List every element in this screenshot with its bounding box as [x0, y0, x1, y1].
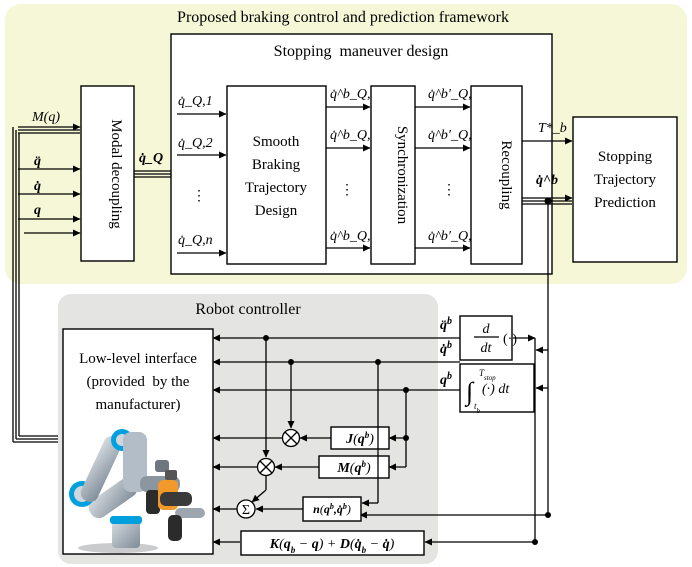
- q-dot-modal-1: q̇_Q,1: [178, 94, 213, 109]
- ref-position: qb: [440, 371, 452, 389]
- svg-text:n(qb,q̇b): n(qb,q̇b): [313, 502, 351, 517]
- nonlinear-block: n(qb,q̇b): [302, 496, 362, 522]
- svg-text:⋮: ⋮: [442, 183, 456, 198]
- modal-velocity-label: q̇_Q: [139, 151, 163, 166]
- interface-input-arrows: [212, 334, 460, 546]
- svg-text:Braking: Braking: [252, 157, 301, 173]
- svg-text:Trajectory: Trajectory: [594, 172, 656, 188]
- svg-text:d: d: [483, 322, 491, 337]
- braking-velocity-label: q̇^b: [536, 173, 558, 188]
- svg-text:Design: Design: [255, 203, 298, 219]
- svg-text:(provided by the: (provided by the: [87, 374, 190, 390]
- recoupling-block: Recoupling: [470, 85, 523, 265]
- svg-text:dt: dt: [481, 341, 493, 356]
- svg-text:manufacturer): manufacturer): [96, 397, 181, 413]
- input-velocity: q̇: [34, 179, 41, 194]
- svg-text:Σ: Σ: [242, 503, 250, 518]
- ref-acceleration: q̈b: [440, 316, 452, 334]
- mass-matrix-block: M(qb): [318, 455, 390, 479]
- svg-text:Stopping: Stopping: [598, 149, 653, 165]
- reference-signals: [359, 201, 551, 546]
- pd-block: K(qb − q) + D(q̇b − q̇): [240, 530, 425, 556]
- ref-velocity: q̇b: [440, 340, 452, 358]
- recoupling-label: Recoupling: [498, 140, 514, 210]
- svg-text:Low-level interface: Low-level interface: [79, 351, 197, 367]
- svg-text:Trajectory: Trajectory: [245, 180, 307, 196]
- stopping-design-title: Stopping maneuver design: [274, 43, 449, 60]
- input-signals: M(q) q̈ q̇ q: [12, 110, 81, 443]
- jacobian-block: J(qb): [330, 426, 390, 450]
- input-mass-matrix: M(q): [31, 110, 60, 125]
- q-dot-modal-dots: ⋮: [192, 189, 206, 204]
- svg-text:Prediction: Prediction: [594, 195, 656, 211]
- svg-text:J(qb): J(qb): [345, 430, 374, 447]
- svg-text:q̇^b′_Q,1: q̇^b′_Q,1: [428, 87, 479, 102]
- svg-text:q̇^b′_Q,n: q̇^b′_Q,n: [428, 229, 479, 244]
- multiplier-node-bottom: [256, 457, 276, 477]
- robot-arm-icon: [69, 429, 205, 553]
- svg-text:q̇^b_Q,n: q̇^b_Q,n: [330, 229, 378, 244]
- stopping-prediction-block: Stopping Trajectory Prediction: [572, 116, 678, 263]
- framework-title: Proposed braking control and prediction …: [177, 9, 509, 26]
- svg-text:(·): (·): [503, 332, 517, 347]
- svg-text:q̇^b′_Q,2: q̇^b′_Q,2: [428, 128, 479, 143]
- synchronization-block: Synchronization: [370, 85, 416, 265]
- svg-text:q̇^b_Q,2: q̇^b_Q,2: [330, 128, 378, 143]
- braking-velocity-arrows: q̇^b_Q,1 q̇^b_Q,2 ⋮ q̇^b_Q,n: [326, 87, 378, 252]
- svg-text:M(qb): M(qb): [336, 459, 371, 476]
- controller-title: Robot controller: [195, 301, 301, 318]
- svg-text:tb: tb: [474, 401, 481, 415]
- braking-time-label: T*_b: [538, 121, 567, 136]
- modal-velocity-arrows: q̇_Q,1 q̇_Q,2 ⋮ q̇_Q,n: [177, 94, 227, 257]
- svg-text:q̇^b_Q,1: q̇^b_Q,1: [330, 87, 378, 102]
- multiplier-node-top: [281, 428, 301, 448]
- svg-text:K(qb − q) + D(q̇b − q̇): K(qb − q) + D(q̇b − q̇): [269, 537, 395, 555]
- svg-text:Smooth: Smooth: [253, 134, 300, 150]
- derivative-block: d dt (·): [459, 315, 517, 361]
- modal-decoupling-label: Modal decoupling: [108, 119, 124, 229]
- smooth-braking-block: Smooth Braking Trajectory Design: [226, 85, 327, 265]
- integral-block: ∫ Tstop tb (·) dt: [459, 363, 535, 415]
- svg-text:∫: ∫: [464, 377, 475, 407]
- input-acceleration: q̈: [34, 154, 41, 169]
- sum-node: Σ: [236, 499, 256, 519]
- synchronization-label: Synchronization: [394, 126, 410, 225]
- q-dot-modal-2: q̇_Q,2: [178, 136, 213, 151]
- input-position: q: [34, 203, 41, 218]
- synchronized-velocity-arrows: q̇^b′_Q,1 q̇^b′_Q,2 ⋮ q̇^b′_Q,n: [415, 87, 479, 252]
- svg-text:⋮: ⋮: [340, 183, 354, 198]
- q-dot-modal-n: q̇_Q,n: [178, 233, 213, 248]
- modal-decoupling-block: Modal decoupling: [80, 85, 135, 262]
- svg-text:(·) dt: (·) dt: [482, 382, 510, 397]
